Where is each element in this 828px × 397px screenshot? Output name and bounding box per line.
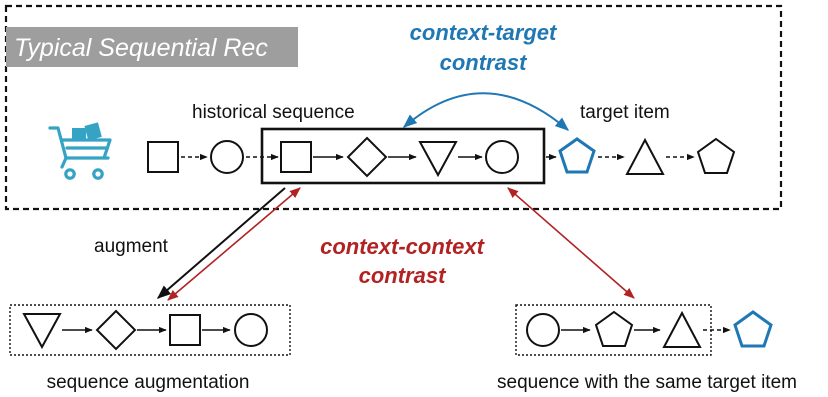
seq-item-triangle-up [625, 137, 665, 175]
seq-item-square [147, 141, 179, 173]
seq-item-pentagon [696, 137, 736, 174]
seq-item-triangle-down [22, 313, 62, 350]
seq-item-circle [485, 140, 519, 174]
seq-item-triangle-up [662, 310, 702, 348]
same-target-sequence [515, 304, 712, 356]
seq-item-diamond [346, 136, 388, 178]
typical-rec-frame [4, 4, 783, 211]
same-target-pentagon [733, 310, 773, 348]
seq-item-square [280, 141, 312, 173]
historical-sequence-box [260, 127, 546, 185]
seq-item-pentagon [594, 310, 634, 347]
frame-label: Typical Sequential Rec [14, 34, 268, 62]
augmented-sequence-box [9, 304, 291, 356]
seq-item-circle [526, 313, 560, 347]
context-target-arrow [402, 92, 570, 131]
augment-label: augment [94, 236, 169, 257]
target-item-label: target item [580, 102, 670, 123]
seq-item-circle [234, 313, 268, 347]
target-item-pentagon [558, 137, 596, 174]
context-context-arrow-left [167, 187, 301, 301]
context-context-arrow-right [507, 187, 635, 299]
seq-item-triangle-down [418, 141, 458, 178]
augment-arrow [156, 187, 286, 299]
sequence-same-target-caption: sequence with the same target item [497, 372, 797, 393]
shopping-cart-icon [48, 122, 112, 180]
context-target-label-line2: contrast [440, 50, 528, 75]
frame-label-box [6, 27, 298, 67]
main-sequence [147, 127, 736, 185]
historical-sequence-label: historical sequence [192, 102, 355, 123]
augmented-sequence [9, 304, 291, 356]
context-context-label-line2: contrast [359, 263, 447, 288]
context-target-label-line1: context-target [410, 20, 558, 45]
seq-item-circle [210, 140, 244, 174]
seq-item-square [169, 314, 201, 346]
seq-item-diamond [95, 309, 137, 351]
sequence-augmentation-caption: sequence augmentation [47, 372, 250, 393]
context-context-label-line1: context-context [320, 234, 485, 259]
